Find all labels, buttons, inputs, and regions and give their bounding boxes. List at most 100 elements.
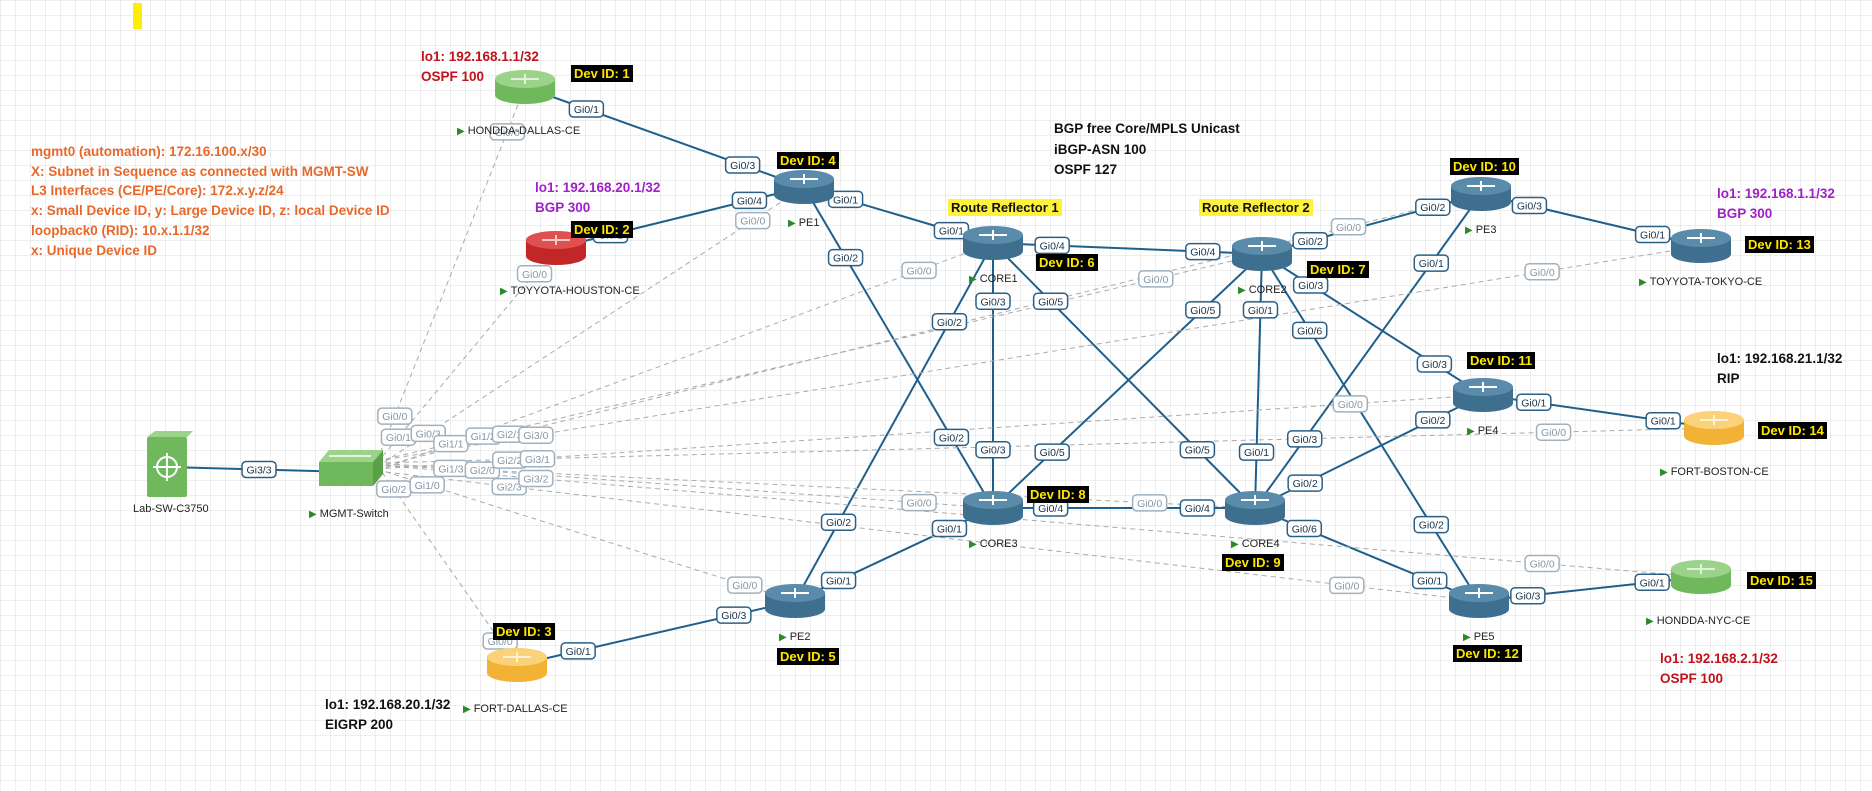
node-label: ▶CORE3 [969,538,1018,550]
port-label: Gi0/0 [1329,576,1365,595]
port-label-text: Gi0/1 [1640,230,1665,242]
play-icon: ▶ [1639,277,1647,288]
node-pe2[interactable] [765,584,825,618]
node-pe3[interactable] [1451,177,1511,211]
port-label: Gi0/3 [716,606,752,624]
node-core1[interactable] [963,226,1023,260]
node-label-text: HONDDA-DALLAS-CE [467,125,581,137]
port-label: Gi0/3 [1416,355,1453,373]
port-label: Gi0/3 [1286,430,1323,448]
port-label: Gi0/5 [1032,292,1069,311]
port-label: Gi0/3 [1510,586,1546,605]
mgmt-link[interactable] [376,86,526,462]
link[interactable] [1254,253,1263,509]
port-label-text: Gi0/0 [1530,267,1555,279]
port-label-text: Gi0/3 [1298,280,1323,292]
port-label: Gi0/1 [1411,571,1448,590]
mgmt-link[interactable] [376,247,557,464]
port-label-text: Gi2/0 [470,465,495,477]
port-label: Gi0/5 [1185,301,1221,319]
mgmt-link[interactable] [376,470,1480,602]
port-label: Gi0/6 [1291,321,1328,340]
link[interactable] [803,186,994,509]
play-icon: ▶ [788,218,796,229]
mgmt-link[interactable] [376,394,1484,470]
play-icon: ▶ [1660,467,1668,478]
port-label-text: Gi0/1 [1640,577,1665,589]
port-label: Gi0/1 [1634,573,1670,592]
node-fort-dallas[interactable] [487,648,547,682]
play-icon: ▶ [969,539,977,550]
port-label: Gi3/1 [519,450,556,468]
node-pe5[interactable] [1449,584,1509,618]
play-icon: ▶ [457,126,465,137]
port-label-text: Gi0/0 [1137,498,1162,510]
router-icon [1671,560,1731,594]
router-icon [1684,411,1744,445]
link[interactable] [992,242,1256,509]
node-lab-sw[interactable] [147,431,193,497]
node-pe4[interactable] [1453,378,1513,412]
node-honda-dallas[interactable] [495,70,555,104]
mgmt-link[interactable] [376,464,1702,578]
port-label: Gi0/2 [931,313,968,331]
dev-id-tag: Dev ID: 2 [571,221,633,238]
link[interactable] [524,86,805,188]
port-label: Gi0/0 [1131,494,1168,512]
legend-line: x: Unique Device ID [31,243,158,258]
router-icon [963,226,1023,260]
link[interactable] [1261,253,1480,602]
link[interactable] [516,600,796,666]
port-label-text: Gi0/1 [1244,447,1269,459]
mgmt-link[interactable] [376,464,518,666]
node-label-text: CORE2 [1248,284,1287,296]
link[interactable] [992,242,1263,255]
node-core2[interactable] [1232,237,1292,271]
play-icon: ▶ [969,274,977,285]
routing-protocol-info: BGP 300 [535,200,591,215]
port-label-text: Gi0/1 [574,104,599,116]
play-icon: ▶ [500,286,508,297]
node-honda-nyc[interactable] [1671,560,1731,594]
mgmt-link[interactable] [376,468,796,602]
port-label: Gi0/0 [727,576,763,594]
mgmt-link[interactable] [376,186,805,468]
link[interactable] [1254,394,1484,509]
port-label: Gi0/4 [1179,499,1216,517]
link[interactable] [992,253,1263,509]
link[interactable] [794,242,994,602]
node-label: ▶PE3 [1465,224,1497,236]
routing-protocol-info: RIP [1717,371,1740,386]
port-label-text: Gi3/0 [523,430,548,442]
port-label-text: Gi0/2 [1293,478,1318,490]
dev-id-tag: Dev ID: 12 [1453,645,1522,662]
play-icon: ▶ [1467,426,1475,437]
mgmt-link[interactable] [376,245,1702,462]
port-label: Gi0/2 [1287,474,1323,492]
port-label: Gi1/1 [433,434,469,453]
port-label-text: Gi2/3 [497,482,522,494]
link[interactable] [1254,193,1482,509]
node-fort-boston[interactable] [1684,411,1744,445]
play-icon: ▶ [1238,285,1246,296]
port-label: Gi0/0 [1138,270,1174,288]
node-label-text: TOYYOTA-HOUSTON-CE [510,285,640,297]
title-line: OSPF 127 [1054,162,1118,177]
node-mgmt[interactable] [319,450,383,486]
port-label-text: Gi0/0 [740,216,765,228]
port-label: Gi0/0 [377,407,413,425]
node-label: ▶CORE2 [1238,284,1287,296]
routing-protocol-info: OSPF 100 [1660,671,1724,686]
node-pe1[interactable] [774,170,834,204]
node-toyota-tokyo[interactable] [1671,229,1731,263]
port-label-text: Gi0/5 [1190,305,1215,317]
node-core4[interactable] [1225,491,1285,525]
port-label-text: Gi0/0 [1336,222,1361,234]
port-label-text: Gi0/2 [826,517,851,529]
legend-line: X: Subnet in Sequence as connected with … [31,164,369,179]
port-label-text: Gi0/3 [721,610,746,622]
node-core3[interactable] [963,491,1023,525]
mgmt-link[interactable] [376,253,1263,462]
port-label-text: Gi1/2 [471,431,496,443]
port-label-text: Gi0/1 [1417,576,1442,588]
